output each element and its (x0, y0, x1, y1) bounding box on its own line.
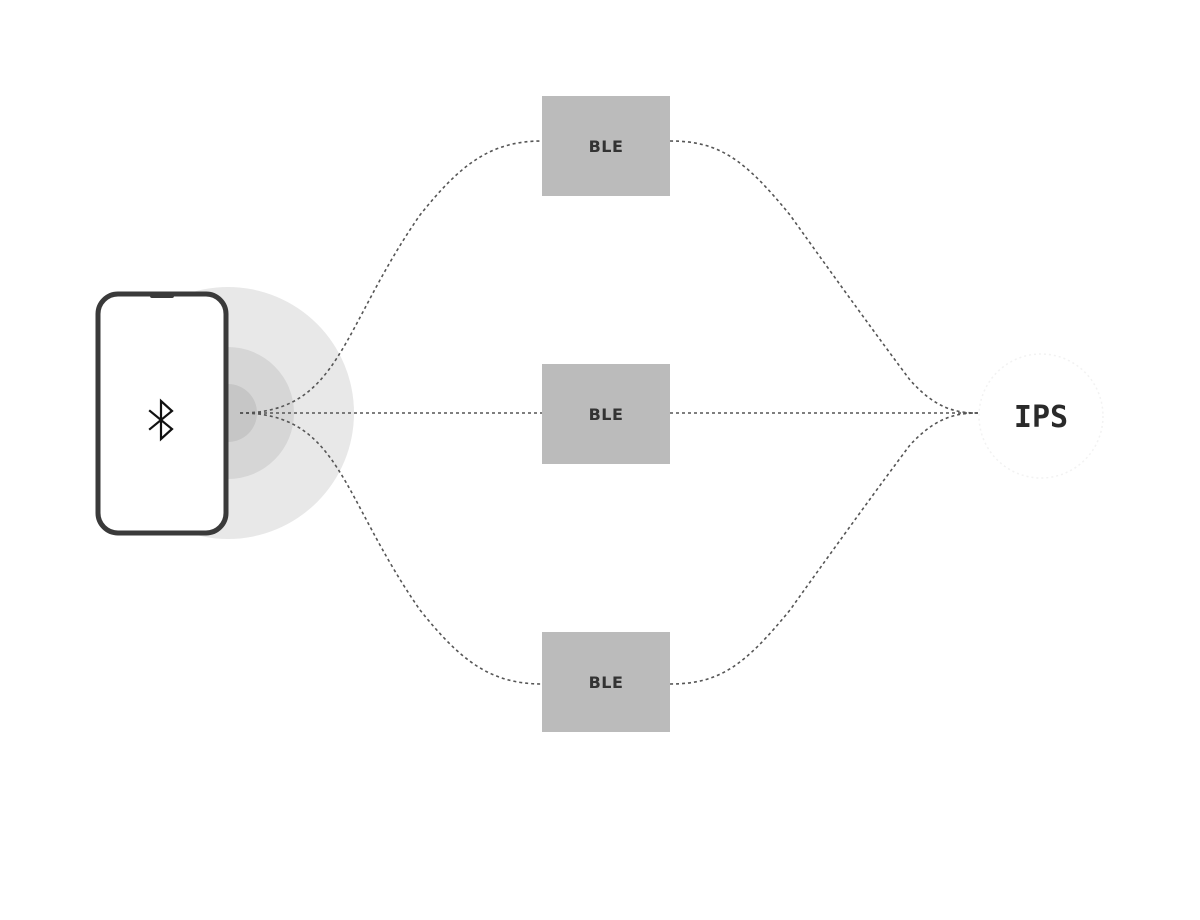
ble-beacon-label: BLE (589, 673, 624, 692)
ble-beacon-label: BLE (589, 137, 624, 156)
ble-beacon-box (542, 632, 670, 732)
link-phone-to-ble-top (239, 140, 543, 414)
ble-beacon-label: BLE (589, 405, 624, 424)
link-ble-bottom-to-ips (669, 412, 979, 685)
ble-beacon-box (542, 96, 670, 196)
ble-beacon-top: BLE (542, 96, 670, 196)
connection-links (239, 140, 979, 685)
phone (95, 291, 229, 536)
ips-label: IPS (1014, 400, 1068, 435)
link-phone-to-ble-bottom (239, 412, 543, 685)
ips-node-circle (978, 353, 1104, 479)
phone-speaker-notch (150, 294, 174, 298)
link-ble-top-to-ips (669, 140, 979, 414)
ble-beacon-bottom: BLE (542, 632, 670, 732)
ips-node: IPS (978, 353, 1104, 479)
ble-beacon-middle: BLE (542, 364, 670, 464)
ble-beacon-box (542, 364, 670, 464)
bluetooth-icon (148, 398, 174, 442)
